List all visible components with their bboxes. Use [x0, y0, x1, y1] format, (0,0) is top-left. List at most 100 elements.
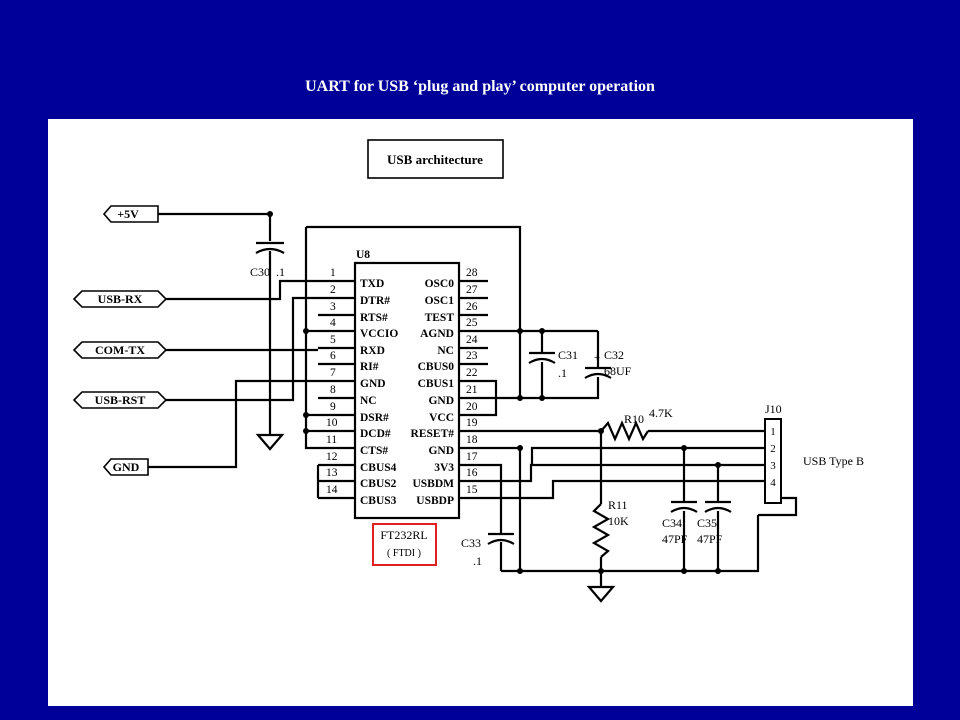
svg-text:USBDP: USBDP [416, 495, 454, 507]
svg-text:8: 8 [330, 384, 336, 396]
svg-text:DCD#: DCD# [360, 428, 391, 440]
svg-text:DSR#: DSR# [360, 412, 389, 424]
svg-text:4: 4 [770, 477, 776, 489]
svg-text:21: 21 [466, 384, 478, 396]
svg-text:13: 13 [326, 467, 338, 479]
svg-text:2: 2 [770, 443, 776, 455]
svg-text:OSC1: OSC1 [425, 295, 455, 307]
svg-text:AGND: AGND [420, 328, 454, 340]
svg-text:VCCIO: VCCIO [360, 328, 398, 340]
r11-ref: R11 [608, 498, 628, 512]
svg-text:9: 9 [330, 401, 336, 413]
svg-text:COM-TX: COM-TX [95, 343, 145, 357]
svg-text:3: 3 [770, 460, 776, 472]
r11-value: 10K [608, 514, 629, 528]
svg-text:RESET#: RESET# [411, 428, 455, 440]
svg-text:5: 5 [330, 334, 336, 346]
c35-ref: C35 [697, 516, 717, 530]
svg-text:15: 15 [466, 484, 478, 496]
c33-value: .1 [473, 554, 482, 568]
svg-text:CBUS2: CBUS2 [360, 478, 397, 490]
left-pin: 6RI# [318, 350, 379, 373]
svg-text:RI#: RI# [360, 361, 379, 373]
heading-box [367, 139, 504, 179]
svg-text:22: 22 [466, 367, 478, 379]
svg-text:DTR#: DTR# [360, 295, 390, 307]
c32-ref: C32 [604, 348, 624, 362]
c30-value: .1 [276, 265, 285, 279]
connector-com-tx: COM-TX [72, 341, 168, 359]
svg-text:VCC: VCC [429, 412, 454, 424]
part-label-box [372, 523, 437, 566]
svg-text:GND: GND [428, 395, 454, 407]
svg-text:25: 25 [466, 317, 478, 329]
svg-text:7: 7 [330, 367, 336, 379]
right-pin: 17 3V3 [434, 451, 488, 474]
svg-text:1: 1 [330, 267, 336, 279]
svg-text:1: 1 [770, 426, 776, 438]
connector-usb-rx: USB-RX [72, 290, 168, 308]
svg-text:3V3: 3V3 [434, 462, 454, 474]
j10-label: USB Type B [803, 454, 864, 468]
c34-value: 47PF [662, 532, 688, 546]
svg-text:NC: NC [360, 395, 377, 407]
left-pin: 8NC [318, 384, 377, 407]
svg-text:CBUS1: CBUS1 [418, 378, 455, 390]
component-labels: C30 .1 C31 .1 + C32 68UF C33 .1 C34 47PF… [250, 265, 723, 568]
svg-text:RTS#: RTS# [360, 312, 388, 324]
ft232rl-chip [353, 261, 461, 520]
svg-text:CBUS3: CBUS3 [360, 495, 397, 507]
svg-text:24: 24 [466, 334, 478, 346]
svg-text:TXD: TXD [360, 278, 384, 290]
svg-text:14: 14 [326, 484, 338, 496]
j10-ref: J10 [765, 402, 782, 416]
connector-5v: +5V [102, 205, 159, 223]
svg-text:TEST: TEST [425, 312, 455, 324]
c32-polarity: + [594, 352, 600, 364]
svg-text:GND: GND [360, 378, 386, 390]
chip-ref-label: U8 [356, 249, 370, 261]
svg-text:16: 16 [466, 467, 478, 479]
svg-text:18: 18 [466, 434, 478, 446]
svg-text:17: 17 [466, 451, 478, 463]
c34-ref: C34 [662, 516, 682, 530]
wires-left [148, 212, 522, 498]
svg-text:12: 12 [326, 451, 338, 463]
svg-text:11: 11 [326, 434, 337, 446]
svg-text:GND: GND [428, 445, 454, 457]
svg-text:+5V: +5V [117, 207, 139, 221]
connector-gnd: GND [102, 458, 149, 476]
c35-value: 47PF [697, 532, 723, 546]
part-maker-label: ( FTDI ) [387, 548, 421, 559]
svg-text:4: 4 [330, 317, 336, 329]
svg-text:2: 2 [330, 284, 336, 296]
svg-text:CTS#: CTS# [360, 445, 388, 457]
svg-text:28: 28 [466, 267, 478, 279]
svg-text:3: 3 [330, 301, 336, 313]
connector-usb-rst: USB-RST [72, 391, 168, 409]
c33-ref: C33 [461, 536, 481, 550]
svg-text:USB-RST: USB-RST [95, 393, 146, 407]
heading-label: USB architecture [387, 152, 483, 167]
svg-text:20: 20 [466, 401, 478, 413]
schematic-diagram: USB architecture +5V USB-RX COM-TX USB-R… [72, 139, 864, 603]
